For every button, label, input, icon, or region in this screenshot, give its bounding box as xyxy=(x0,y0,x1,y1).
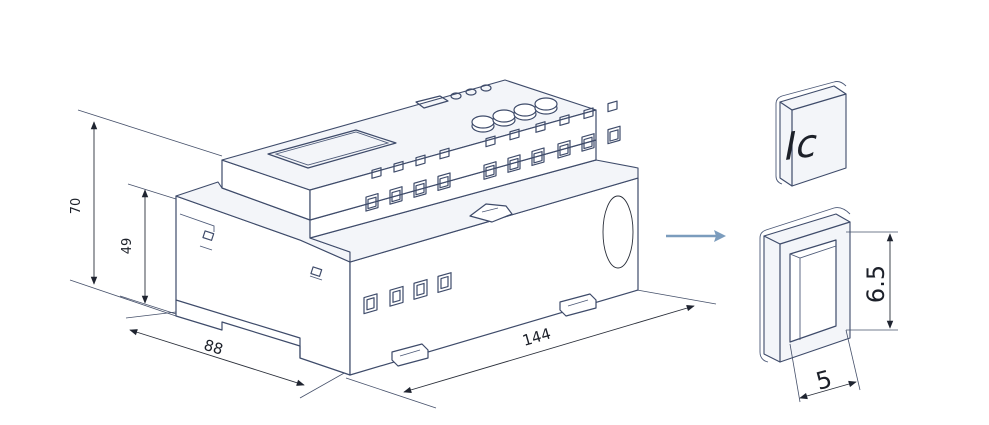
din-rail-device xyxy=(175,79,639,376)
dim-49-label: 49 xyxy=(120,238,135,255)
extension-lines xyxy=(69,109,717,409)
terminal-row-middle xyxy=(365,125,621,212)
cap-label: Ic xyxy=(785,122,817,170)
dim-88-label: 88 xyxy=(202,336,226,359)
dimension-70: 70 xyxy=(69,121,98,285)
dim-6-5-label: 6.5 xyxy=(862,265,890,303)
terminal-row-upper xyxy=(371,100,618,179)
dimension-6-5: 6.5 xyxy=(846,231,898,331)
top-buttons xyxy=(471,97,558,133)
dim-144-label: 144 xyxy=(520,325,552,350)
dimension-49: 49 xyxy=(120,189,149,304)
terminal-frame xyxy=(759,207,851,363)
dimension-5: 5 xyxy=(789,329,861,403)
terminal-cap: Ic xyxy=(775,81,847,187)
dimension-88: 88 xyxy=(129,329,305,386)
dim-5-label: 5 xyxy=(813,365,835,396)
highlight-ellipse xyxy=(602,195,634,269)
pointer-arrow xyxy=(666,230,726,242)
terminal-row-lower xyxy=(363,272,452,315)
dim-70-label: 70 xyxy=(69,198,84,215)
